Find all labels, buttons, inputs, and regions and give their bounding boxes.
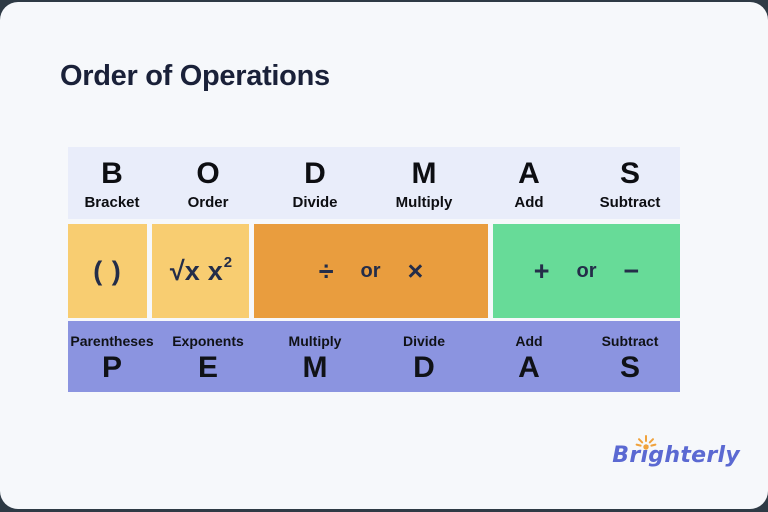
bodmas-label: Bracket — [84, 194, 140, 211]
bodmas-letter: O — [196, 157, 220, 190]
pemdas-label: Parentheses — [70, 332, 154, 349]
pemdas-label: Subtract — [601, 332, 659, 349]
pemdas-cell-divide: Divide D — [370, 321, 478, 392]
pemdas-label: Exponents — [172, 332, 244, 349]
or-text: or — [360, 260, 381, 282]
bodmas-cell-subtract: S Subtract — [580, 147, 680, 219]
bodmas-cell-order: O Order — [156, 147, 260, 219]
pemdas-letter: A — [518, 350, 540, 384]
bodmas-letter: D — [304, 157, 326, 190]
bodmas-pemdas-table: B Bracket O Order D Divide M Multiply A … — [68, 147, 680, 392]
pemdas-cell-add: Add A — [478, 321, 580, 392]
add-subtract-box: + or − — [493, 224, 680, 318]
multiply-divide-box: ÷ or × — [254, 224, 488, 318]
bodmas-letter: A — [518, 157, 540, 190]
bodmas-label: Divide — [292, 194, 338, 211]
pemdas-letter: S — [619, 350, 640, 384]
bodmas-letter: B — [101, 157, 123, 190]
pemdas-letter: P — [101, 350, 122, 384]
pemdas-cell-parentheses: Parentheses P — [68, 321, 156, 392]
bodmas-cell-bracket: B Bracket — [68, 147, 156, 219]
divide-symbol: ÷ — [318, 255, 334, 286]
bodmas-cell-divide: D Divide — [260, 147, 370, 219]
pemdas-cell-subtract: Subtract S — [580, 321, 680, 392]
bodmas-label: Order — [187, 194, 229, 211]
pemdas-label: Divide — [402, 332, 445, 349]
bodmas-letter: M — [411, 157, 437, 190]
brighterly-wordmark: Brighterly — [612, 443, 740, 468]
or-text: or — [576, 260, 597, 282]
pemdas-label: Add — [515, 332, 543, 349]
bodmas-label: Add — [514, 194, 544, 211]
bodmas-label: Multiply — [395, 194, 453, 211]
sun-icon — [635, 435, 657, 450]
pemdas-label: Multiply — [288, 332, 342, 349]
exponent-superscript: 2 — [223, 253, 233, 271]
bodmas-cell-add: A Add — [478, 147, 580, 219]
plus-symbol: + — [533, 255, 550, 286]
pemdas-cell-multiply: Multiply M — [260, 321, 370, 392]
bodmas-cell-multiply: M Multiply — [370, 147, 478, 219]
radical-symbol: √x — [169, 255, 200, 286]
bodmas-label: Subtract — [599, 194, 661, 211]
page-title: Order of Operations — [60, 60, 330, 92]
pemdas-letter: D — [413, 350, 435, 384]
pemdas-row: Parentheses P Exponents E Multiply M Div… — [68, 321, 680, 392]
parentheses-symbol: ( ) — [93, 255, 122, 286]
bodmas-row: B Bracket O Order D Divide M Multiply A … — [68, 147, 680, 219]
parentheses-box: ( ) — [68, 224, 147, 318]
pemdas-letter: M — [302, 350, 328, 384]
bodmas-letter: S — [619, 157, 640, 190]
multiply-symbol: × — [407, 255, 424, 286]
brighterly-logo: Brighterly — [612, 435, 740, 479]
exponent-base: x — [207, 255, 223, 286]
minus-symbol: − — [623, 255, 640, 286]
pemdas-cell-exponents: Exponents E — [156, 321, 260, 392]
pemdas-letter: E — [197, 350, 218, 384]
